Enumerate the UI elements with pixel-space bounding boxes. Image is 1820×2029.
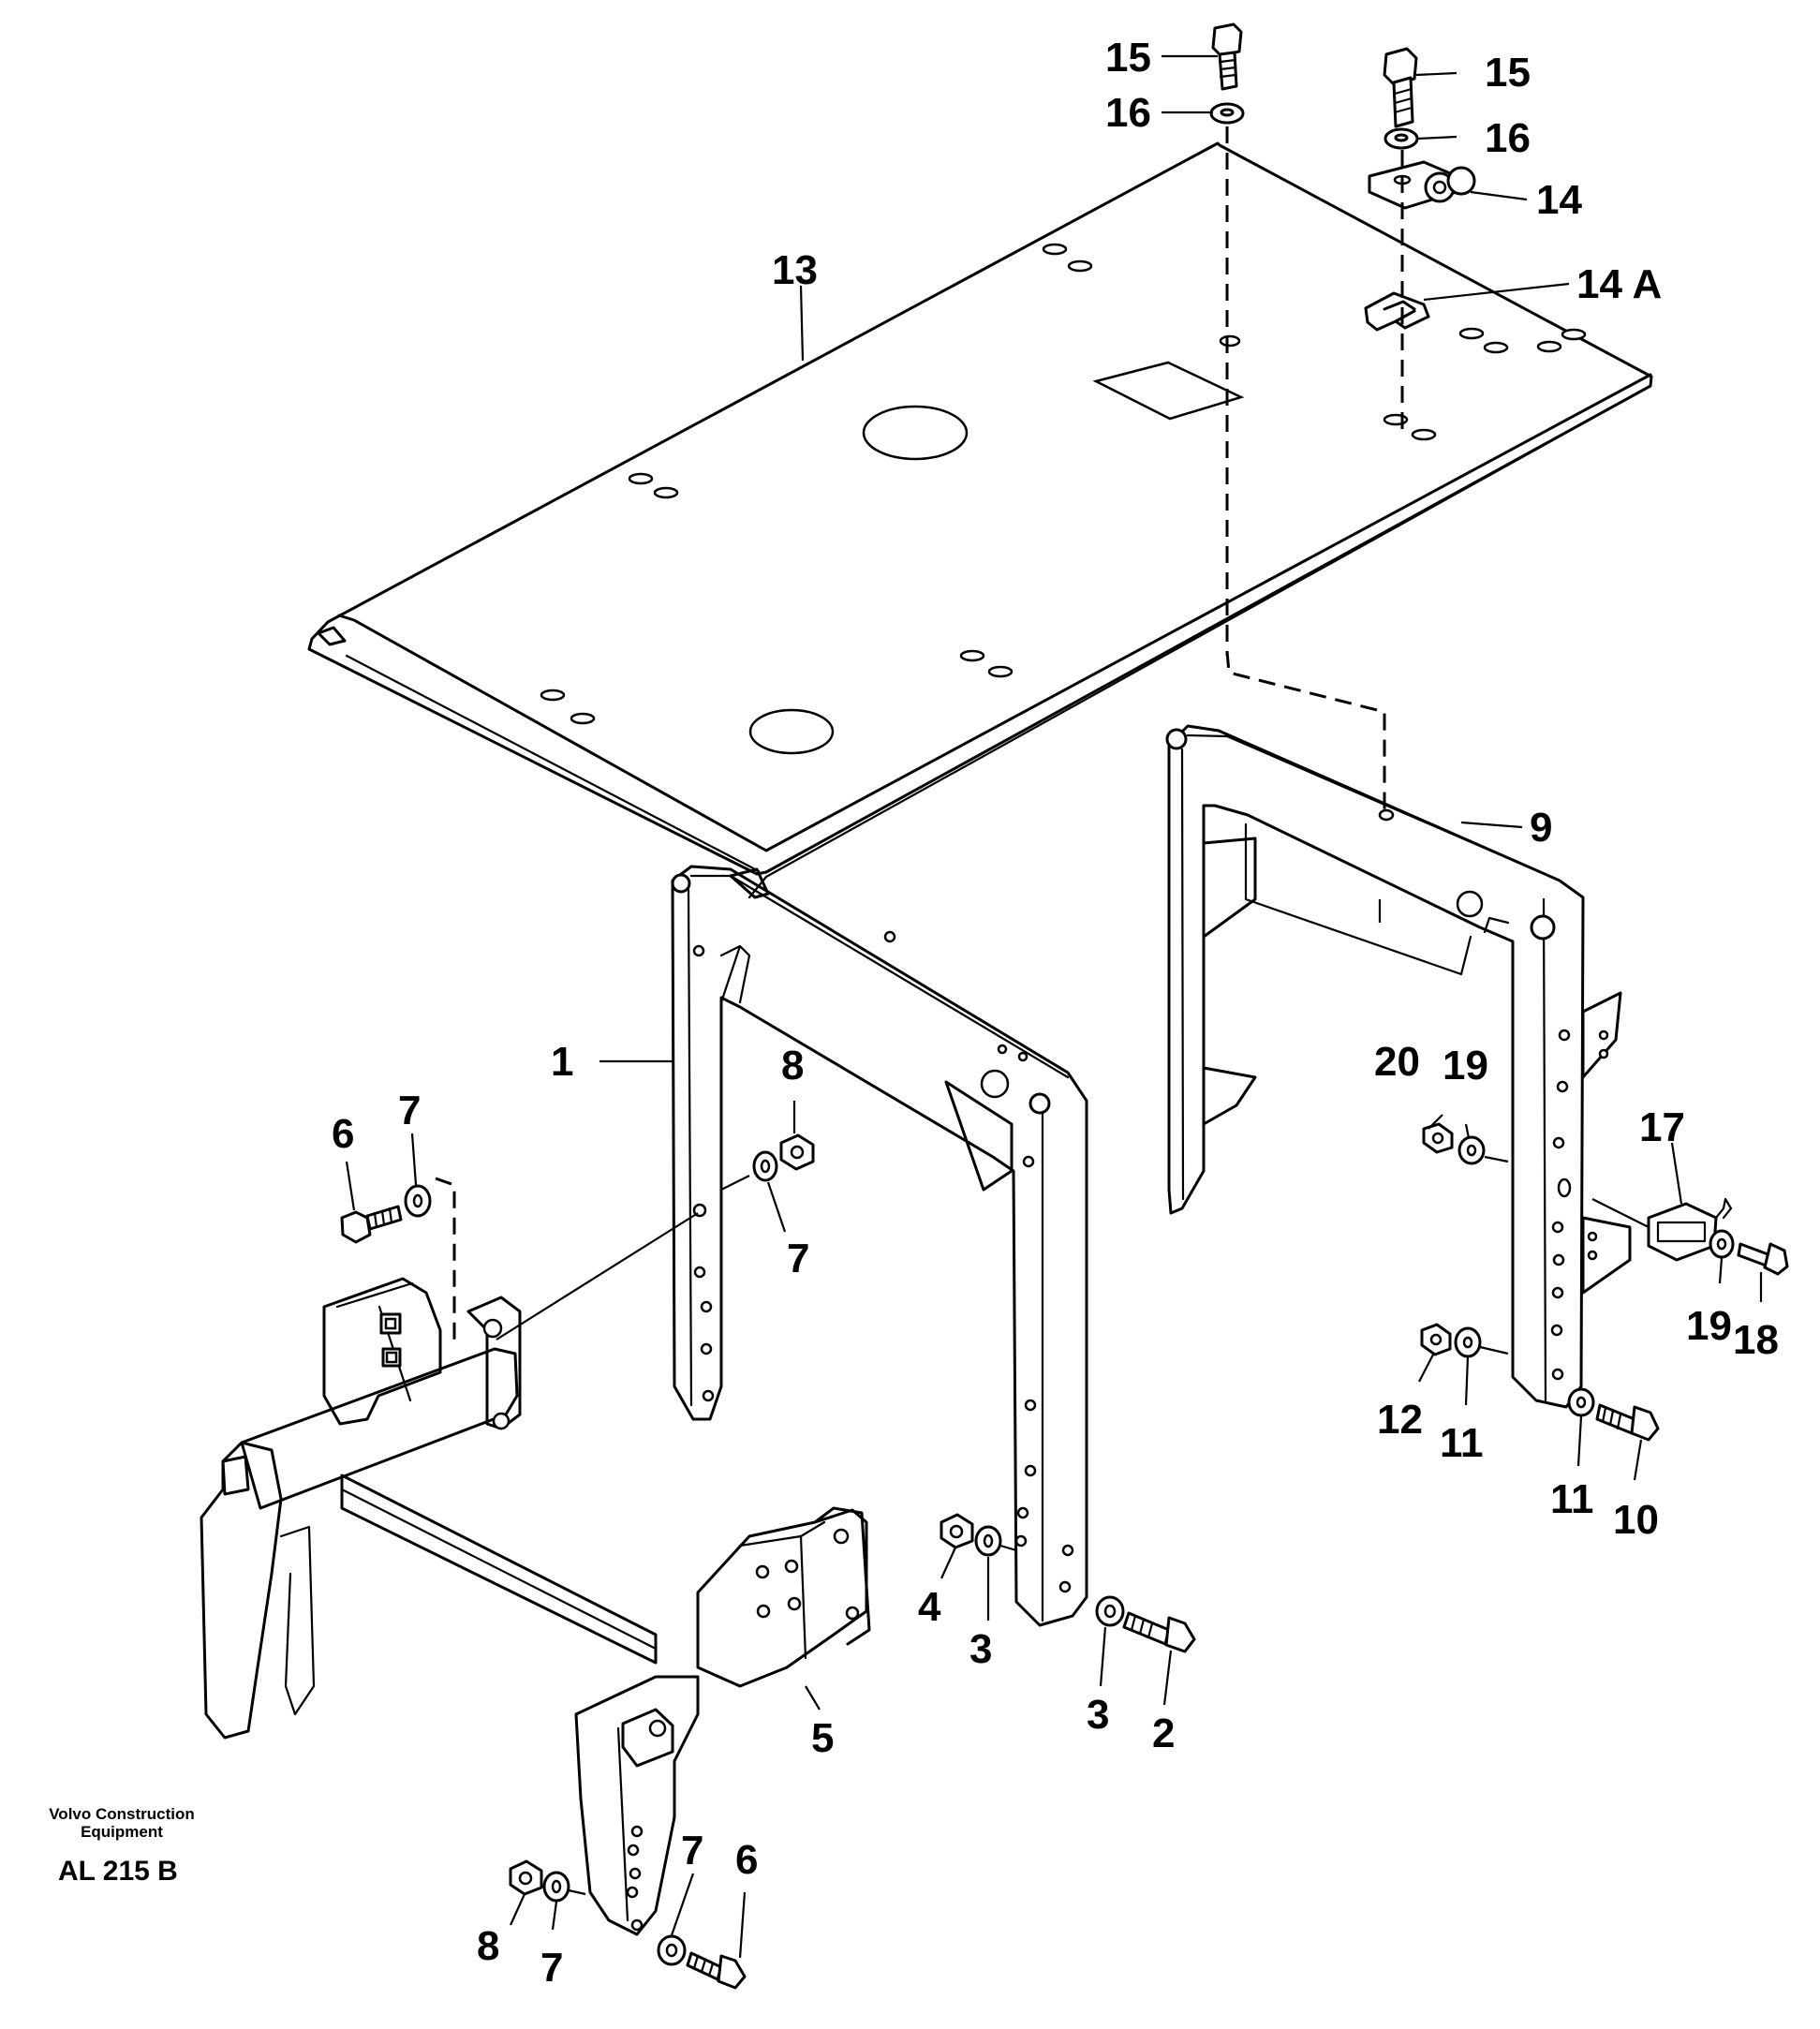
callout-12: 12 [1377,1397,1423,1443]
leg-holes [1550,1029,1609,1381]
washer-part-7-top-left [404,1184,432,1218]
callout-3-right: 3 [1087,1692,1109,1738]
assembly-line-left [1225,126,1386,813]
mounting-slots [540,243,1587,725]
callout-8-upper: 8 [781,1043,804,1089]
callout-17: 17 [1639,1104,1685,1150]
callout-7-lower: 7 [540,1945,563,1991]
callout-3-left: 3 [969,1626,992,1672]
callout-4: 4 [918,1584,941,1630]
callout-14: 14 [1536,177,1582,223]
callout-9: 9 [1530,805,1552,851]
callout-15-right: 15 [1485,50,1531,96]
clip-part-14a [1364,291,1430,332]
callout-18: 18 [1733,1317,1779,1363]
assembly-line-hitch [435,1177,456,1344]
nut-part-8-upper [779,1133,815,1171]
callout-20: 20 [1374,1039,1420,1085]
bolt-part-6-lower [686,1951,747,1990]
round-hole [748,708,835,755]
hitch-assembly-part-5 [200,1277,871,1936]
washer-part-16-right [1383,127,1419,150]
top-plate-part-13 [307,141,1653,899]
washer-part-19-left [1457,1135,1486,1165]
callout-16-right: 16 [1485,115,1531,161]
large-round-hole [862,405,969,461]
callout-11-right: 11 [1550,1476,1594,1522]
washer-part-7-lower-right [657,1934,687,1966]
callout-19-right: 19 [1686,1303,1732,1349]
drawing-code: AL 215 B [58,1856,178,1887]
bolt-part-18 [1737,1242,1789,1276]
front-frame-part-1 [671,865,1088,1627]
callout-11-left: 11 [1440,1420,1484,1466]
washer-part-7-upper [752,1150,778,1182]
square-opening [1092,361,1245,421]
callout-labels: 15 16 15 16 14 14 A 13 9 1 8 7 6 7 20 19… [332,35,1779,1991]
bracket-part-14 [1368,160,1476,210]
washer-part-7-lower-left [542,1871,570,1903]
washer-part-16-left [1209,102,1245,125]
washer-part-3-left [974,1525,1002,1557]
callout-7-top-left: 7 [398,1088,421,1133]
callout-7-upper: 7 [787,1236,809,1281]
callout-15-left: 15 [1105,35,1151,81]
bolt-part-15-left [1211,22,1243,91]
rear-frame-part-9 [1165,724,1632,1409]
callout-13: 13 [772,247,818,293]
washer-part-11-right [1567,1387,1595,1417]
callout-19-left: 19 [1443,1043,1488,1089]
drawing-caption: Volvo Construction Equipment AL 215 B [49,1805,195,1887]
washer-part-3-right [1095,1595,1125,1627]
connection-line [496,1212,699,1340]
callout-8-lower: 8 [477,1923,499,1969]
frame-holes [692,944,1074,1593]
callout-7-lower-mid: 7 [681,1828,703,1873]
callout-6-upper: 6 [332,1111,354,1157]
callout-2: 2 [1152,1711,1175,1756]
nut-part-20 [1422,1122,1454,1154]
bolt-part-15-right [1383,47,1418,128]
washer-part-19-right [1709,1229,1735,1259]
washer-part-11-left [1454,1326,1482,1358]
callout-10: 10 [1613,1497,1659,1543]
nut-part-8-lower [509,1859,543,1896]
caption-company-line1: Volvo Construction [49,1805,195,1823]
callout-16-left: 16 [1105,90,1151,136]
caption-company-line2: Equipment [81,1823,163,1841]
leader-lines [345,54,1763,1959]
callout-14a: 14 A [1576,261,1662,307]
bolt-part-2 [1122,1611,1196,1653]
nut-part-12 [1420,1323,1452,1356]
bolt-part-10 [1595,1403,1660,1442]
nut-part-4 [940,1513,974,1549]
callout-1: 1 [551,1039,573,1085]
callout-6-lower: 6 [735,1837,758,1883]
bolt-part-6-upper [340,1205,403,1244]
callout-5: 5 [811,1715,834,1761]
